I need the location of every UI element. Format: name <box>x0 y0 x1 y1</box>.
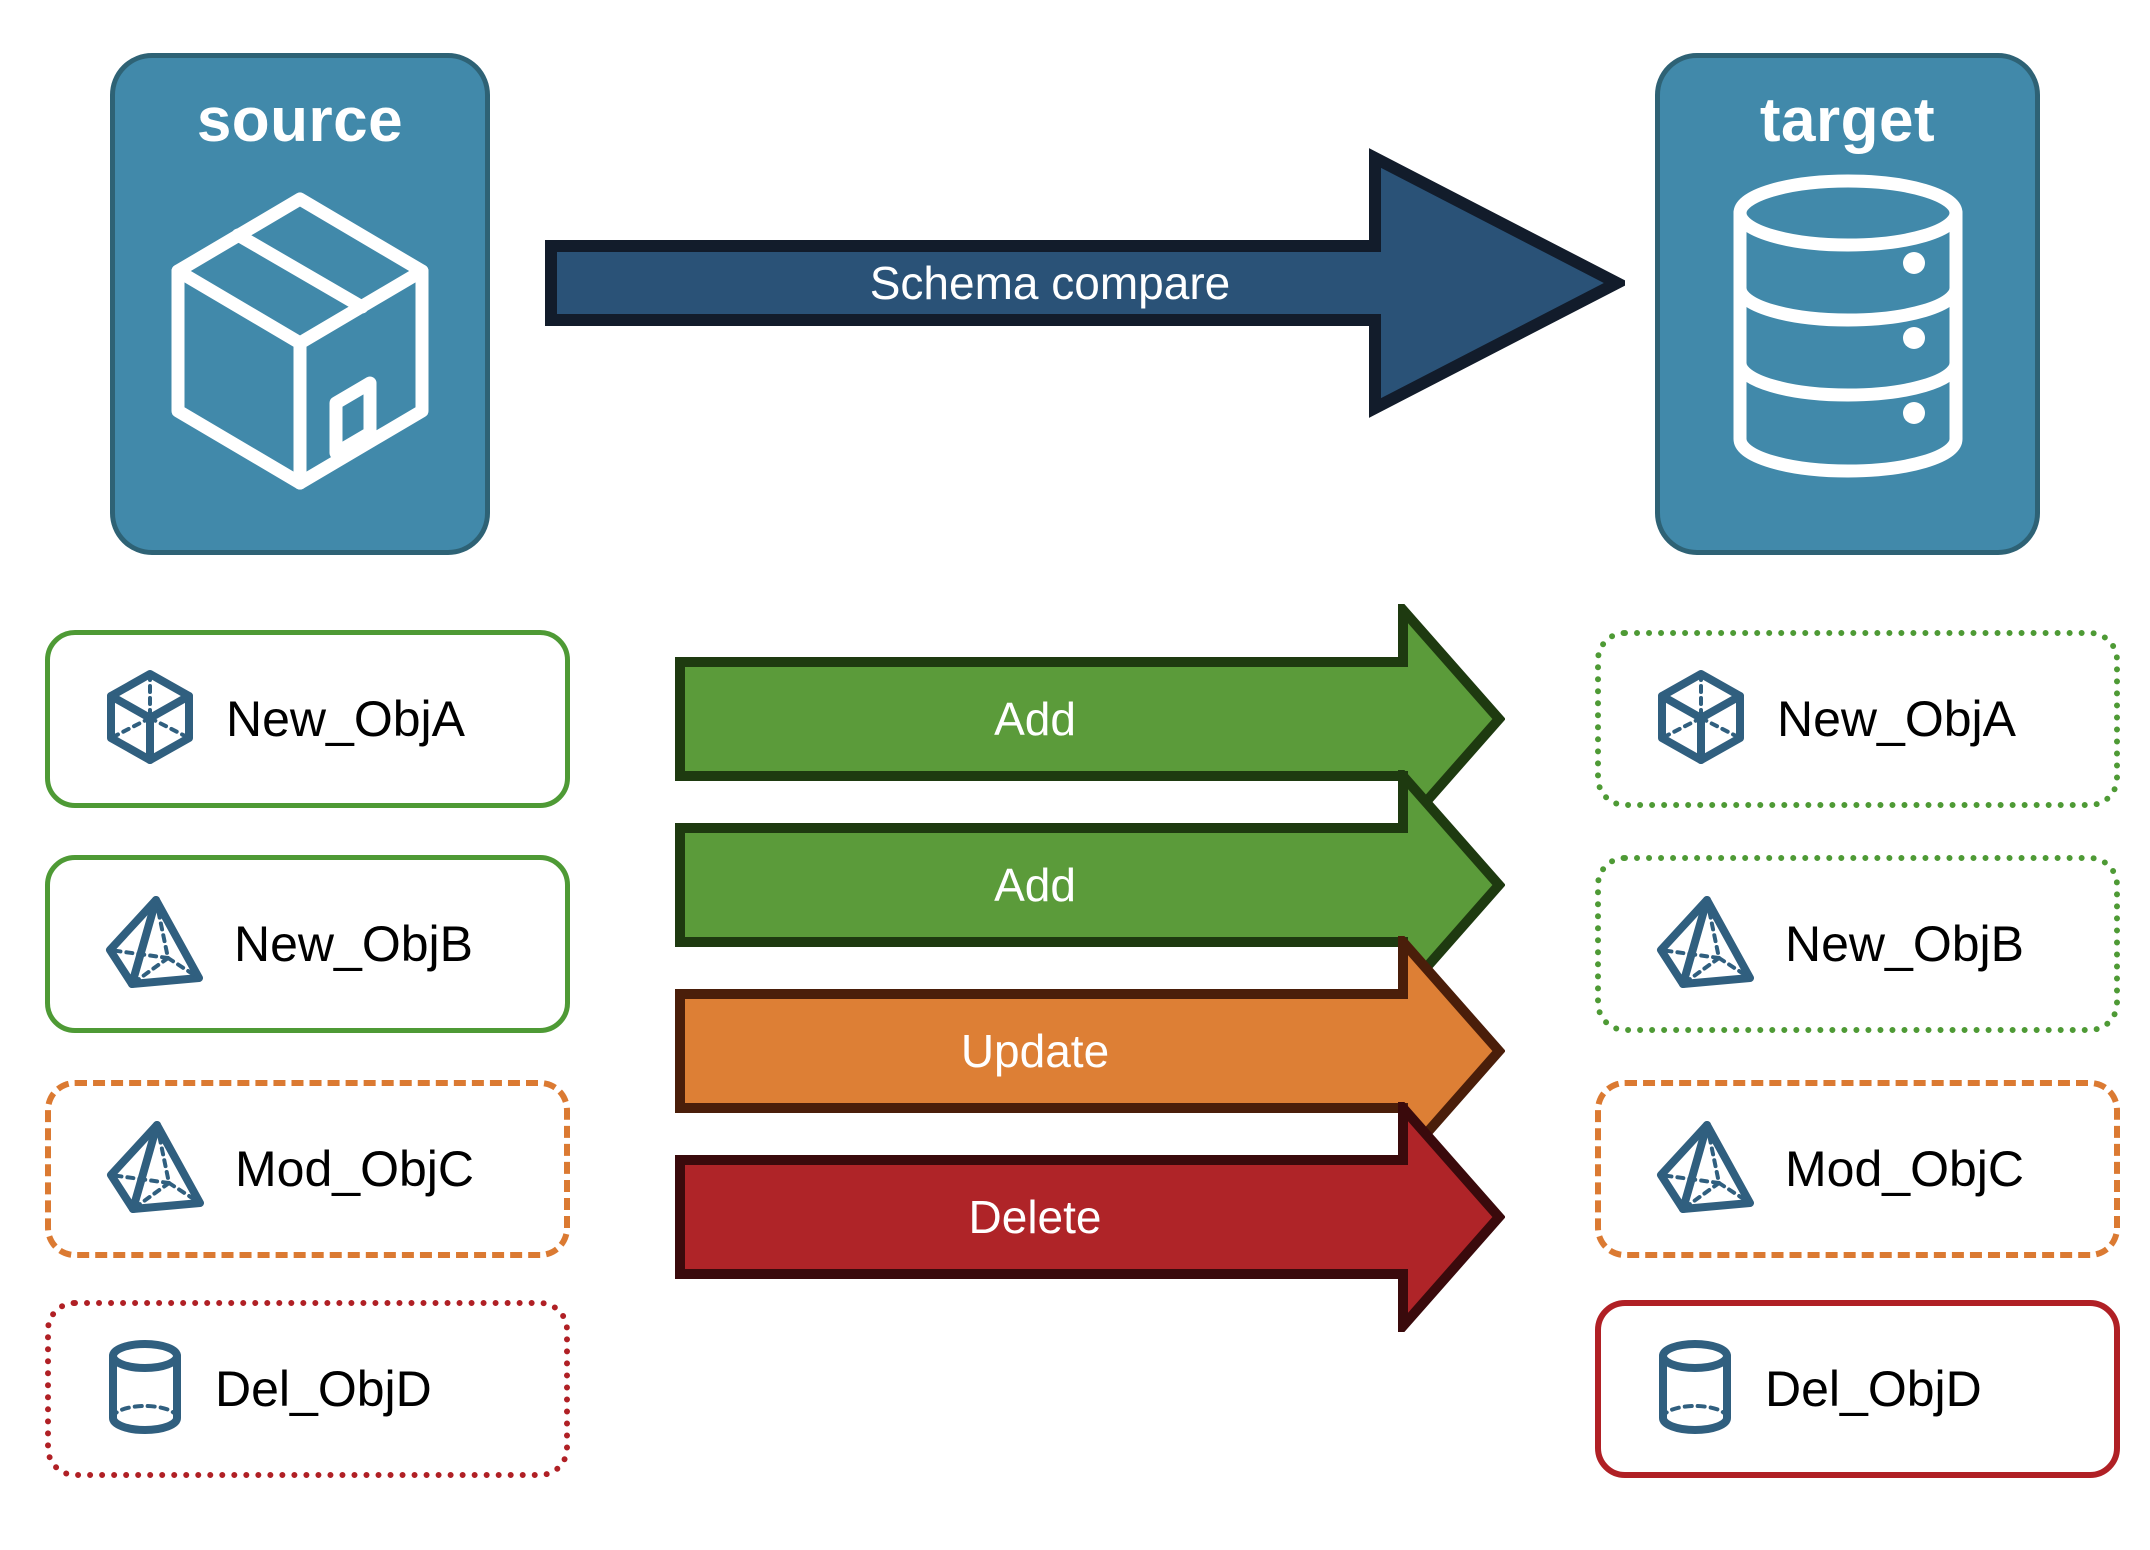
wireframe-cube-icon <box>1655 667 1747 772</box>
wireframe-cube-icon <box>104 667 196 772</box>
source-object-label-4: Del_ObjD <box>215 1361 432 1417</box>
source-object-box-1[interactable]: New_ObjA <box>45 630 570 808</box>
source-panel[interactable]: source <box>110 53 490 555</box>
wireframe-pyramid-icon <box>105 1117 205 1222</box>
source-object-label-1: New_ObjA <box>226 691 465 747</box>
database-cylinder-icon <box>1718 171 1978 486</box>
source-object-label-2: New_ObjB <box>234 916 473 972</box>
target-object-label-1: New_ObjA <box>1777 691 2016 747</box>
source-panel-title: source <box>196 86 404 155</box>
target-object-box-4[interactable]: Del_ObjD <box>1595 1300 2120 1478</box>
source-object-box-4[interactable]: Del_ObjD <box>45 1300 570 1478</box>
target-panel[interactable]: target <box>1655 53 2040 555</box>
target-object-box-1[interactable]: New_ObjA <box>1595 630 2120 808</box>
target-panel-title: target <box>1759 86 1936 155</box>
wireframe-pyramid-icon <box>1655 892 1755 997</box>
wireframe-pyramid-icon <box>104 892 204 997</box>
package-box-icon <box>150 171 450 496</box>
source-object-box-3[interactable]: Mod_ObjC <box>45 1080 570 1258</box>
target-object-box-3[interactable]: Mod_ObjC <box>1595 1080 2120 1258</box>
wireframe-pyramid-icon <box>1655 1117 1755 1222</box>
action-arrow-delete[interactable]: Delete <box>675 1094 1506 1340</box>
source-object-label-3: Mod_ObjC <box>235 1141 474 1197</box>
schema-compare-arrow[interactable]: Schema compare <box>545 148 1631 418</box>
wireframe-cylinder-icon <box>105 1337 185 1442</box>
target-object-label-2: New_ObjB <box>1785 916 2024 972</box>
source-object-box-2[interactable]: New_ObjB <box>45 855 570 1033</box>
wireframe-cylinder-icon <box>1655 1337 1735 1442</box>
target-object-box-2[interactable]: New_ObjB <box>1595 855 2120 1033</box>
target-object-label-4: Del_ObjD <box>1765 1361 1982 1417</box>
target-object-label-3: Mod_ObjC <box>1785 1141 2024 1197</box>
